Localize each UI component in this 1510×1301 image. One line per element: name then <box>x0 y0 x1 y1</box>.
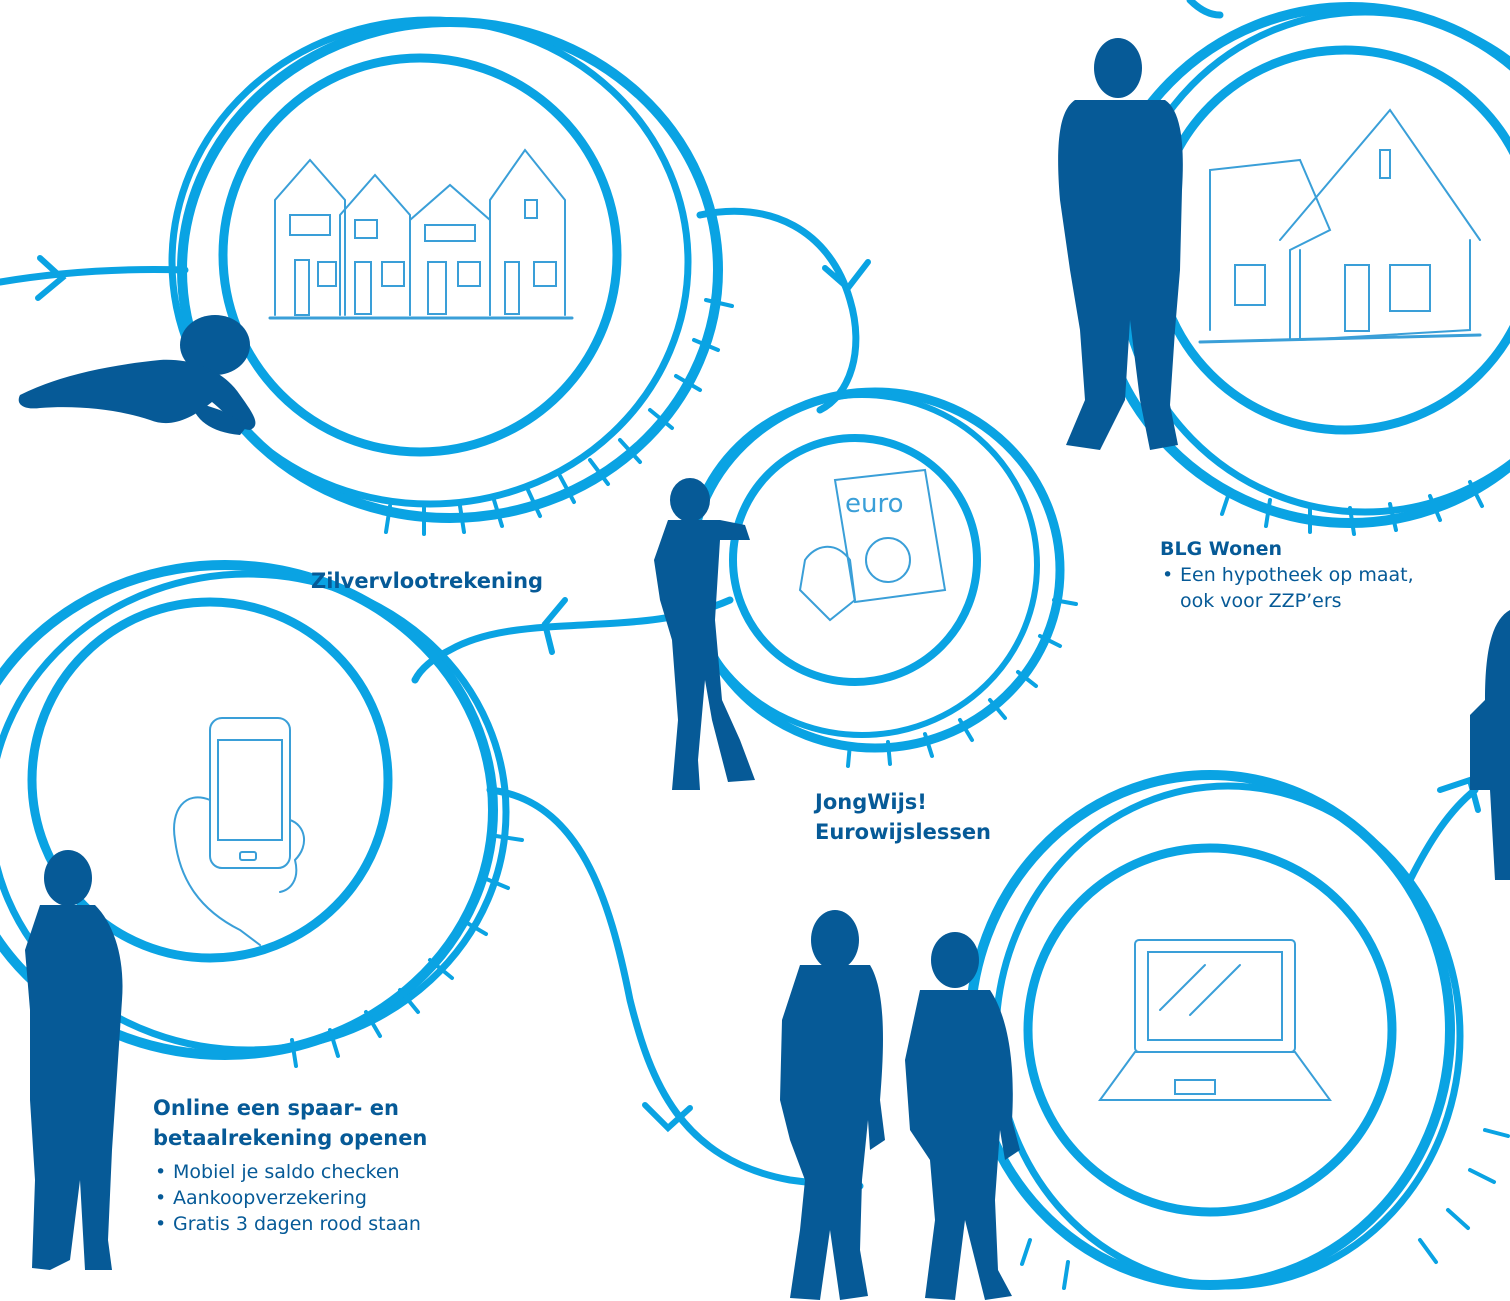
young-man <box>25 850 123 1270</box>
laptop-icon <box>1098 939 1332 1101</box>
label-zilvervlootrekening: Zilvervlootrekening <box>311 566 543 596</box>
row-houses-icon <box>268 148 574 320</box>
bullet-item: Gratis 3 dagen rood staan <box>153 1211 427 1237</box>
bullet-list: Mobiel je saldo checken Aankoopverzekeri… <box>153 1159 427 1237</box>
label-online-rekening: Online een spaar- en betaalrekening open… <box>153 1093 427 1237</box>
partial-figure <box>1470 610 1510 880</box>
smartphone-icon <box>173 717 305 946</box>
wheel-magazine: euro <box>684 387 1078 768</box>
wheel-row-houses <box>168 16 734 536</box>
svg-text:euro: euro <box>845 489 904 519</box>
bullet-continuation: ook voor ZZP’ers <box>1180 590 1342 612</box>
station-title-line-1: Online een spaar- en <box>153 1096 399 1120</box>
euro-magazine-icon: euro <box>798 468 947 622</box>
young-couple <box>780 910 1020 1300</box>
station-title: Zilvervlootrekening <box>311 569 544 593</box>
child-holding-magazine <box>654 478 755 790</box>
label-blg-wonen: BLG Wonen Een hypotheek op maat, ook voo… <box>1160 536 1414 614</box>
standing-man <box>1058 38 1183 450</box>
station-title-line-2: Eurowijslessen <box>815 820 992 844</box>
station-title-line-1: JongWijs! <box>815 790 927 814</box>
station-title: BLG Wonen <box>1160 538 1283 560</box>
label-jongwijs: JongWijs! Eurowijslessen <box>815 787 991 847</box>
bullet-item: Aankoopverzekering <box>153 1185 427 1211</box>
crawling-baby <box>18 315 256 435</box>
house-icon <box>1198 108 1482 344</box>
wheel-smartphone <box>0 560 524 1068</box>
bullet-list: Een hypotheek op maat, <box>1160 562 1414 588</box>
bullet-item: Een hypotheek op maat, <box>1160 562 1414 588</box>
station-title-line-2: betaalrekening openen <box>153 1126 428 1150</box>
bullet-item: Mobiel je saldo checken <box>153 1159 427 1185</box>
